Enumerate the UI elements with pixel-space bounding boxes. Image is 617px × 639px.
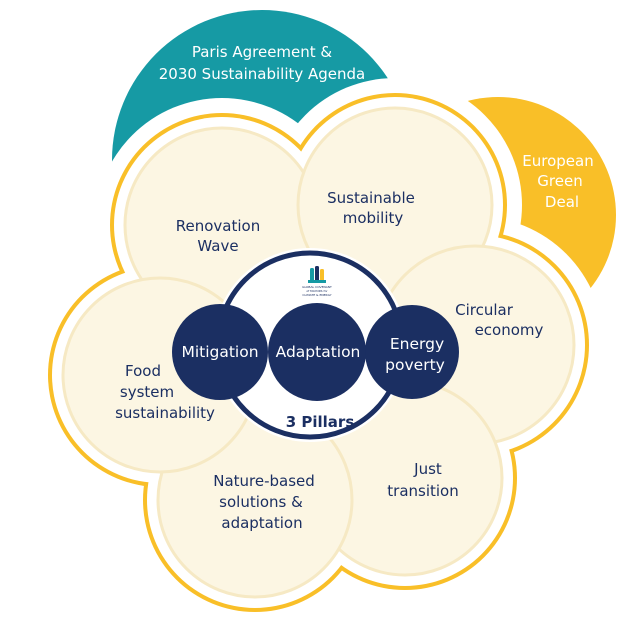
food-line3: sustainability <box>115 404 215 422</box>
paris-agreement-label: Paris Agreement & 2030 Sustainability Ag… <box>159 43 366 83</box>
petal-labels: Renovation Wave Sustainable mobility Cir… <box>115 189 543 532</box>
pillar-mitigation-label: Mitigation <box>181 343 258 361</box>
pillars-caption: 3 Pillars <box>286 413 355 431</box>
nature-line1: Nature-based <box>213 472 315 490</box>
green-deal-label: European Green Deal <box>522 152 593 211</box>
pillar-energy-circle <box>365 305 459 399</box>
renovation-line1: Renovation <box>176 217 260 235</box>
food-line2: system <box>120 383 174 401</box>
green-deal-line2: Green <box>537 172 582 190</box>
food-line1: Food <box>125 362 161 380</box>
covenant-logo-icon <box>308 266 326 283</box>
pillar-energy-line2: poverty <box>385 356 445 374</box>
transition-line2: transition <box>387 482 458 500</box>
nature-line2: solutions & <box>219 493 303 511</box>
transition-line1: Just <box>413 460 442 478</box>
logo-text-line1: GLOBAL COVENANT <box>302 285 332 289</box>
pillar-labels: Mitigation Adaptation Energy poverty 3 P… <box>181 335 444 431</box>
green-deal-line3: Deal <box>545 193 579 211</box>
renovation-line2: Wave <box>197 237 238 255</box>
paris-label-line1: Paris Agreement & <box>192 43 333 61</box>
petals <box>61 106 576 599</box>
circular-line1: Circular <box>455 301 514 319</box>
logo-text-line3: CLIMATE & ENERGY <box>302 293 331 297</box>
mobility-line1: Sustainable <box>327 189 415 207</box>
pillar-mitigation-circle <box>172 304 268 400</box>
pillars <box>172 303 459 401</box>
circular-line2: economy <box>475 321 544 339</box>
paris-label-line2: 2030 Sustainability Agenda <box>159 65 366 83</box>
pillar-energy-line1: Energy <box>390 335 444 353</box>
green-deal-line1: European <box>522 152 593 170</box>
nature-line3: adaptation <box>221 514 302 532</box>
mobility-line2: mobility <box>343 209 404 227</box>
pillar-adaptation-circle <box>268 303 366 401</box>
covenant-logo: GLOBAL COVENANT of MAYORS for CLIMATE & … <box>302 266 332 297</box>
pillar-adaptation-label: Adaptation <box>276 343 361 361</box>
logo-text-line2: of MAYORS for <box>306 289 328 293</box>
